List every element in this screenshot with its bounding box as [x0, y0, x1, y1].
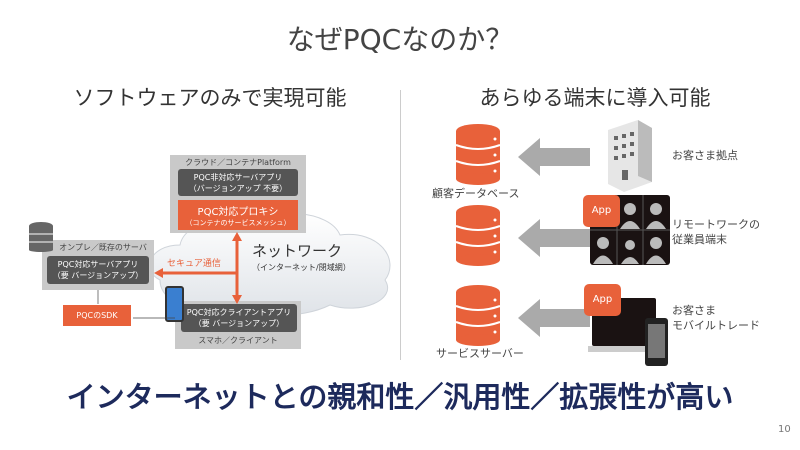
database-icon	[29, 222, 53, 252]
left-heading: ソフトウェアのみで実現可能	[73, 86, 347, 110]
onprem-box: オンプレ／既存のサーバ PQC対応サーバアプリ （要 バージョンアップ）	[42, 240, 154, 290]
db-label: 顧客データベース	[432, 187, 520, 200]
network-subtitle: （インターネット/閉域網）	[252, 263, 351, 272]
cloud-platform-label: クラウド／コンテナPlatform	[185, 158, 291, 167]
non-pqc-server-app: PQC非対応サーバアプリ （バージョンアップ 不要）	[178, 169, 298, 196]
network-title: ネットワーク	[252, 242, 343, 260]
database-icon	[455, 285, 501, 346]
secure-communication-label: セキュア通信	[167, 259, 221, 269]
source-label: 従業員端末	[672, 233, 727, 246]
app-line1: PQC対応クライアントアプリ	[186, 308, 292, 317]
app-line1: PQC対応サーバアプリ	[57, 260, 139, 269]
database-icon	[455, 124, 501, 185]
pqc-proxy: PQC対応プロキシ （コンテナのサービスメッシュ）	[178, 200, 298, 230]
pqc-server-app: PQC対応サーバアプリ （要 バージョンアップ）	[47, 256, 149, 284]
database-icon	[455, 205, 501, 266]
connection-arrows	[97, 232, 242, 319]
proxy-line1: PQC対応プロキシ	[197, 207, 279, 218]
smartphone-icon	[165, 286, 184, 322]
pqc-sdk-box: PQCのSDK	[63, 305, 131, 326]
app-badge: App	[584, 284, 621, 316]
cloud-platform-box: クラウド／コンテナPlatform PQC非対応サーバアプリ （バージョンアップ…	[170, 155, 306, 233]
app-line2: （バージョンアップ 不要）	[188, 184, 288, 193]
app-line1: PQC非対応サーバアプリ	[193, 173, 283, 182]
source-label: お客さま拠点	[672, 149, 738, 162]
app-line2: （要 バージョンアップ）	[52, 271, 144, 280]
tagline: インターネットとの親和性／汎用性／拡張性が高い	[66, 380, 734, 414]
right-heading: あらゆる端末に導入可能	[479, 86, 711, 110]
onprem-label: オンプレ／既存のサーバ	[59, 243, 147, 252]
divider	[400, 90, 401, 360]
source-label: お客さま	[672, 304, 716, 317]
db-label: サービスサーバー	[436, 347, 524, 360]
source-label: リモートワークの	[672, 218, 760, 231]
app-line2: （要 バージョンアップ）	[193, 319, 285, 328]
pqc-client-app: PQC対応クライアントアプリ （要 バージョンアップ）	[181, 304, 297, 332]
app-badge: App	[583, 195, 620, 227]
arrow-left-icon	[518, 299, 590, 337]
slide-title: なぜPQCなのか？	[286, 23, 514, 56]
client-label: スマホ／クライアント	[198, 336, 278, 345]
proxy-line2: （コンテナのサービスメッシュ）	[185, 219, 291, 227]
building-icon	[608, 120, 652, 192]
arrow-left-icon	[518, 219, 590, 257]
arrow-left-icon	[518, 138, 590, 176]
source-label: モバイルトレード	[672, 319, 760, 332]
client-box: PQC対応クライアントアプリ （要 バージョンアップ） スマホ／クライアント	[175, 301, 301, 349]
page-number: 10	[778, 424, 791, 435]
